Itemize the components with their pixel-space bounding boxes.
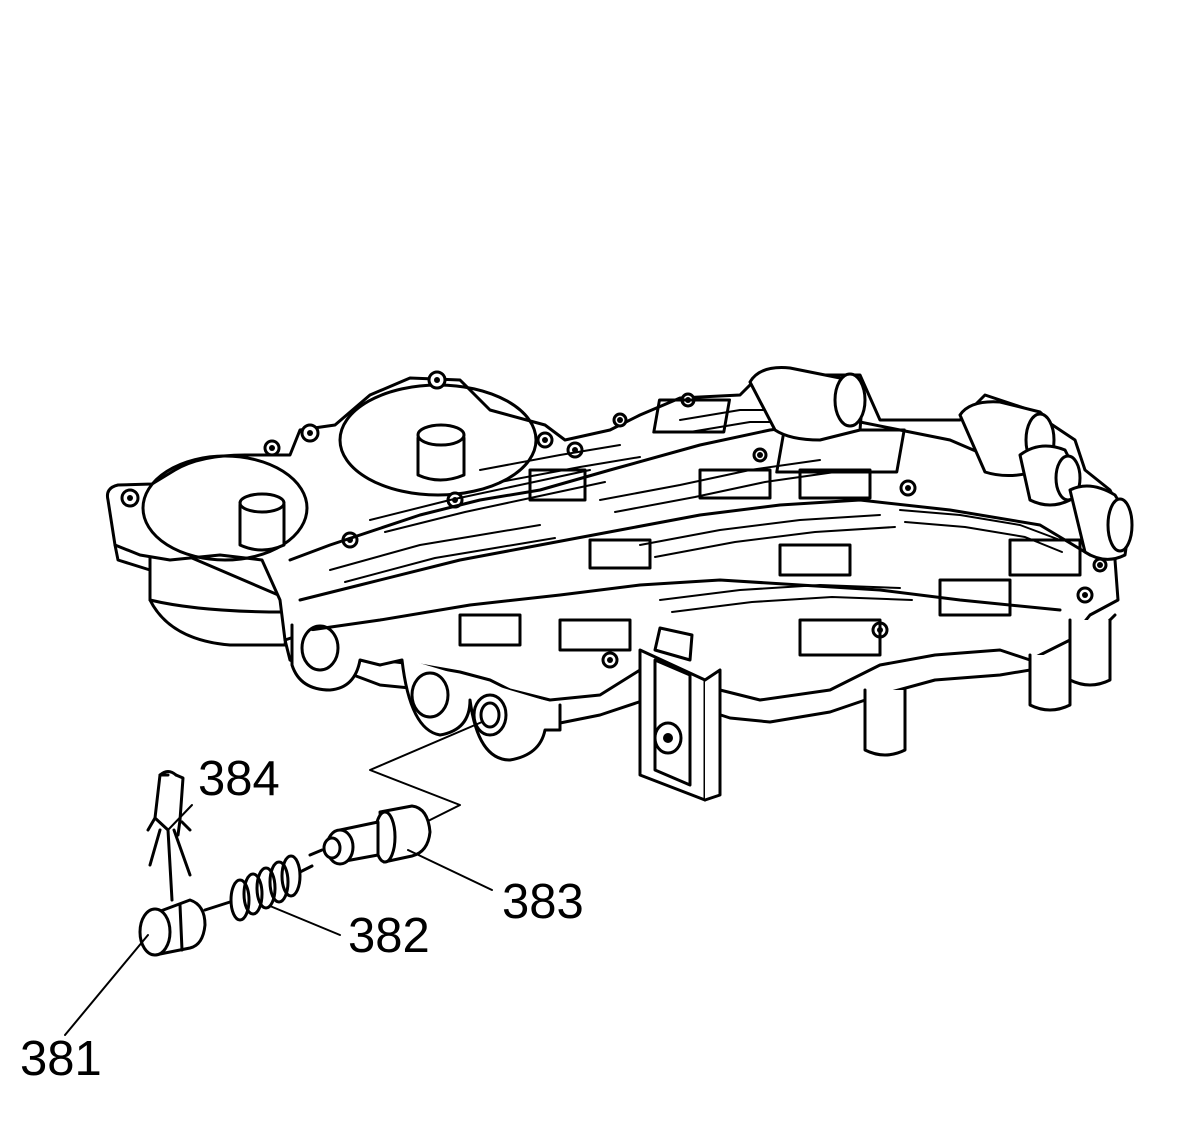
- callout-384: 384: [198, 752, 280, 806]
- leader-381: [64, 934, 149, 1036]
- solenoids: [748, 366, 1134, 561]
- accumulator-bore-right: [338, 383, 538, 497]
- spring-382: [203, 854, 314, 922]
- leader-lines: [64, 804, 493, 1036]
- callout-381: 381: [20, 1032, 102, 1086]
- valve-body-channels: [288, 398, 1092, 657]
- valve-bore-bosses: [290, 623, 562, 762]
- valve-body-posts: [863, 618, 1112, 757]
- valve-383: [308, 804, 432, 866]
- callout-383: 383: [502, 875, 584, 929]
- leader-384: [167, 804, 193, 831]
- retainer-clip-384: [146, 770, 192, 902]
- valve-body: [106, 366, 1134, 802]
- leader-382: [269, 905, 341, 936]
- callout-382: 382: [348, 909, 430, 963]
- leader-383: [407, 849, 493, 891]
- plug-381: [138, 898, 207, 957]
- bolt-holes: [120, 370, 1108, 669]
- wiring-bracket: [638, 626, 722, 802]
- assembly-centerline: [369, 721, 483, 826]
- accumulator-bore-left: [141, 454, 309, 562]
